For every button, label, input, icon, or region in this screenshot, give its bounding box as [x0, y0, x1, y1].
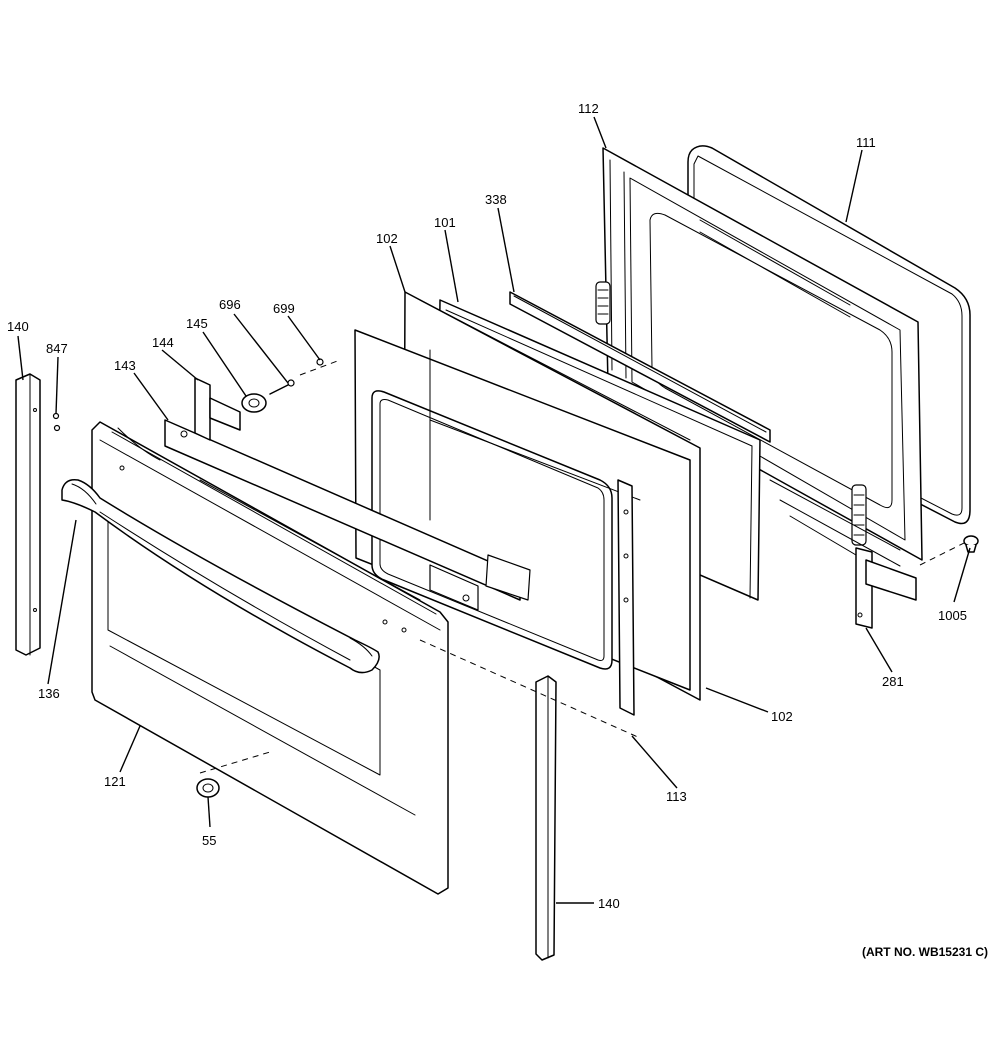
art-number: (ART NO. WB15231 C) — [862, 945, 988, 959]
callout-1005: 1005 — [938, 608, 967, 623]
part-140-right-side-trim — [535, 675, 557, 961]
callout-699: 699 — [273, 301, 295, 316]
callout-145: 145 — [186, 316, 208, 331]
part-55-door-grommet — [196, 778, 220, 798]
alignment-lines — [199, 359, 967, 774]
callout-140-right: 140 — [598, 896, 620, 911]
callout-102-front: 102 — [771, 709, 793, 724]
part-136-door-handle — [61, 478, 380, 674]
part-143-hinge-bracket-bar — [164, 419, 531, 611]
callout-labels: 112 111 338 102 101 140 847 696 699 145 … — [7, 101, 988, 959]
callout-55: 55 — [202, 833, 216, 848]
callout-144: 144 — [152, 335, 174, 350]
callout-140-left: 140 — [7, 319, 29, 334]
callout-338: 338 — [485, 192, 507, 207]
callout-847: 847 — [46, 341, 68, 356]
callout-112: 112 — [578, 101, 599, 116]
part-696-screw — [269, 379, 295, 395]
callout-696: 696 — [219, 297, 241, 312]
callout-121: 121 — [104, 774, 126, 789]
part-1005-screw — [963, 535, 979, 553]
part-338-vent-strip — [509, 291, 771, 443]
callout-111: 111 — [856, 135, 876, 150]
part-144-bracket — [194, 377, 241, 441]
callout-281: 281 — [882, 674, 904, 689]
part-281-hinge — [855, 547, 917, 629]
callout-113: 113 — [666, 789, 687, 804]
part-140-left-side-trim — [15, 373, 41, 656]
callout-102-rear: 102 — [376, 231, 398, 246]
part-145-grommet — [241, 393, 267, 413]
part-inner-window-panel — [354, 329, 691, 691]
part-847-screws — [52, 412, 61, 432]
callout-136: 136 — [38, 686, 60, 701]
callout-101: 101 — [434, 215, 456, 230]
leader-lines — [17, 116, 971, 904]
part-113-side-trim — [617, 479, 635, 716]
callout-143: 143 — [114, 358, 136, 373]
